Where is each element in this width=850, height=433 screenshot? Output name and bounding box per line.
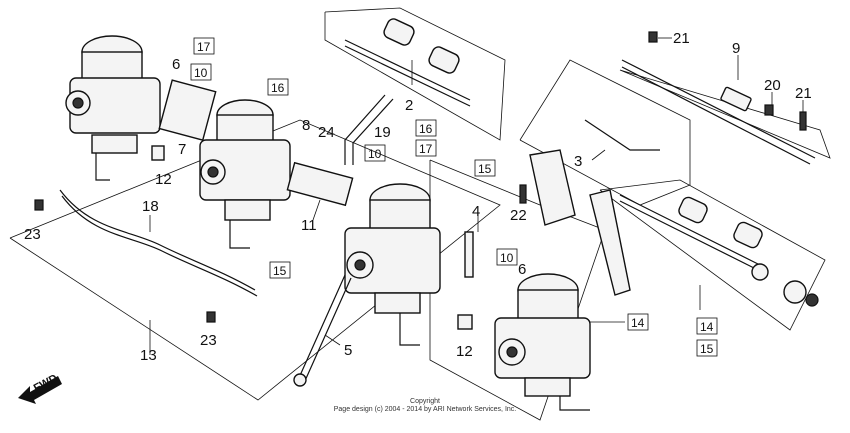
- carburetor-1: [65, 35, 217, 181]
- callout-8: 8: [302, 117, 310, 134]
- carburetor-3: [344, 183, 441, 346]
- boxed-ref-15: 15: [273, 264, 287, 278]
- choke-plate-assembly: [619, 194, 819, 307]
- bracket: [529, 119, 660, 296]
- copyright-heading: Copyright: [410, 398, 440, 405]
- boxed-ref-15: 15: [478, 162, 492, 176]
- boxed-ref-10: 10: [368, 147, 382, 161]
- boxed-ref-16: 16: [271, 81, 285, 95]
- boxed-ref-15: 15: [700, 342, 714, 356]
- callout-7: 7: [178, 141, 186, 158]
- boxed-ref-14: 14: [700, 320, 714, 334]
- callout-20: 20: [764, 77, 781, 94]
- callout-22: 22: [510, 207, 527, 224]
- callout-12: 12: [456, 343, 473, 360]
- boxed-ref-17: 17: [197, 40, 211, 54]
- callout-23: 23: [24, 226, 41, 243]
- callout-21: 21: [795, 85, 812, 102]
- callout-2: 2: [405, 97, 413, 114]
- callout-6: 6: [518, 261, 526, 278]
- forward-arrow: [18, 376, 62, 404]
- throttle-plate-assembly: [344, 18, 471, 107]
- callout-13: 13: [140, 347, 157, 364]
- callout-18: 18: [142, 198, 159, 215]
- boxed-ref-14: 14: [631, 316, 645, 330]
- boxed-ref-16: 16: [419, 122, 433, 136]
- callout-4: 4: [472, 203, 480, 220]
- vent-hose: [59, 189, 258, 297]
- boxed-ref-10: 10: [500, 251, 514, 265]
- callout-numbers: 21 9 20 21 6 2 7 8 24 19 3 12 18 11 4 22…: [24, 30, 812, 364]
- callout-3: 3: [574, 153, 582, 170]
- callout-12: 12: [155, 171, 172, 188]
- cable-5: [293, 274, 352, 387]
- copyright-notice: Page design (c) 2004 - 2014 by ARI Netwo…: [334, 406, 517, 413]
- callout-23: 23: [200, 332, 217, 349]
- callout-6: 6: [172, 56, 180, 73]
- callout-11: 11: [301, 217, 317, 234]
- callout-9: 9: [732, 40, 740, 57]
- callout-5: 5: [344, 342, 352, 359]
- callout-24: 24: [318, 124, 335, 141]
- carburetor-2: [199, 99, 354, 249]
- boxed-references: 17 10 16 16 17 10 15 15 10 14 14 15: [190, 37, 718, 357]
- carburetor-4: [494, 273, 591, 411]
- leader-lines: [149, 37, 804, 355]
- callout-21: 21: [673, 30, 690, 47]
- boxed-ref-17: 17: [419, 142, 433, 156]
- linkage-rod: [621, 59, 816, 165]
- boxed-ref-10: 10: [194, 66, 208, 80]
- tube-19: [344, 94, 394, 165]
- callout-19: 19: [374, 124, 391, 141]
